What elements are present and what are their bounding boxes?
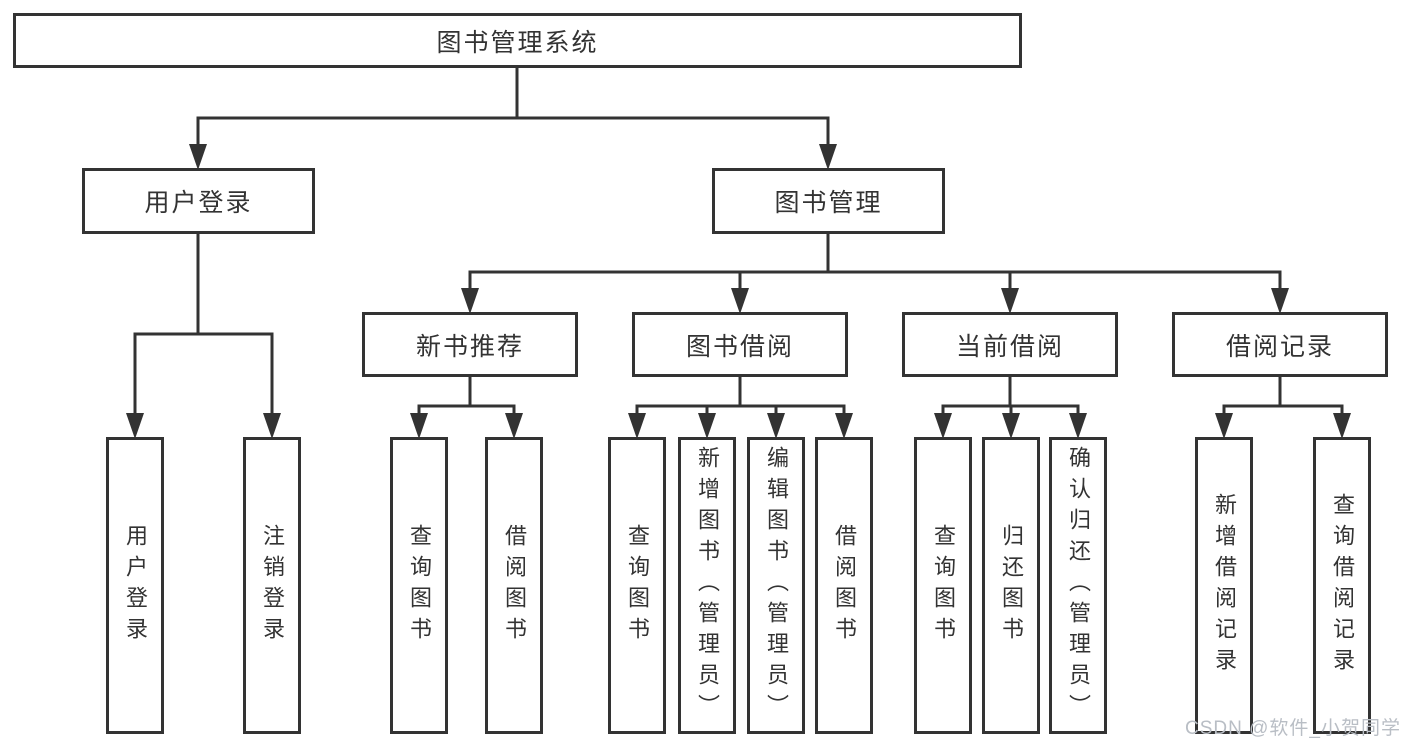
leaf-bb-add-books-admin: 新增图书（管理员） bbox=[678, 437, 736, 734]
leaf-logout: 注销登录 bbox=[243, 437, 301, 734]
leaf-br-query-record: 查询借阅记录 bbox=[1313, 437, 1371, 734]
leaf-bb-edit-books-admin-label: 编辑图书（管理员） bbox=[764, 446, 789, 725]
node-root-library-system: 图书管理系统 bbox=[13, 13, 1022, 68]
node-new-book-recommend-label: 新书推荐 bbox=[415, 332, 524, 361]
leaf-bb-query-books: 查询图书 bbox=[608, 437, 666, 734]
leaf-nbr-query-books-label: 查询图书 bbox=[407, 523, 432, 648]
csdn-watermark: CSDN @软件_小贺同学 bbox=[1185, 718, 1401, 739]
node-user-login-label: 用户登录 bbox=[144, 189, 253, 217]
leaf-logout-label: 注销登录 bbox=[260, 523, 285, 648]
arrowhead bbox=[819, 144, 837, 170]
arrowhead bbox=[1333, 413, 1351, 439]
leaf-user-login-label: 用户登录 bbox=[123, 523, 148, 648]
leaf-cb-query-books-label: 查询图书 bbox=[931, 523, 956, 648]
arrowhead bbox=[189, 144, 207, 170]
connector-path bbox=[133, 66, 1344, 419]
node-current-borrowing-label: 当前借阅 bbox=[955, 332, 1064, 361]
arrowhead bbox=[767, 413, 785, 439]
arrowhead bbox=[263, 413, 281, 439]
node-borrowing-records-label: 借阅记录 bbox=[1225, 332, 1334, 361]
leaf-nbr-borrow-books-label: 借阅图书 bbox=[502, 523, 527, 648]
arrowhead bbox=[1002, 413, 1020, 439]
node-current-borrowing: 当前借阅 bbox=[902, 312, 1118, 377]
leaf-cb-query-books: 查询图书 bbox=[914, 437, 972, 734]
node-book-borrowing: 图书借阅 bbox=[632, 312, 848, 377]
leaf-bb-borrow-books: 借阅图书 bbox=[815, 437, 873, 734]
leaf-cb-confirm-return-admin-label: 确认归还（管理员） bbox=[1066, 446, 1091, 725]
leaf-bb-borrow-books-label: 借阅图书 bbox=[832, 523, 857, 648]
arrowhead bbox=[126, 413, 144, 439]
leaf-br-add-record: 新增借阅记录 bbox=[1195, 437, 1253, 734]
arrowhead bbox=[698, 413, 716, 439]
arrowhead bbox=[1069, 413, 1087, 439]
arrowhead bbox=[410, 413, 428, 439]
leaf-br-query-record-label: 查询借阅记录 bbox=[1330, 492, 1355, 679]
arrowhead bbox=[934, 413, 952, 439]
leaf-cb-return-books-label: 归还图书 bbox=[999, 523, 1024, 648]
node-new-book-recommend: 新书推荐 bbox=[362, 312, 578, 377]
leaf-cb-confirm-return-admin: 确认归还（管理员） bbox=[1049, 437, 1107, 734]
leaf-bb-add-books-admin-label: 新增图书（管理员） bbox=[695, 446, 720, 725]
arrowhead bbox=[628, 413, 646, 439]
leaf-cb-return-books: 归还图书 bbox=[982, 437, 1040, 734]
arrowhead bbox=[461, 288, 479, 314]
node-book-management-label: 图书管理 bbox=[774, 189, 883, 217]
arrowhead bbox=[505, 413, 523, 439]
leaf-user-login: 用户登录 bbox=[106, 437, 164, 734]
arrowhead bbox=[835, 413, 853, 439]
leaf-bb-edit-books-admin: 编辑图书（管理员） bbox=[747, 437, 805, 734]
arrowhead bbox=[1215, 413, 1233, 439]
node-root-label: 图书管理系统 bbox=[436, 28, 599, 57]
node-user-login: 用户登录 bbox=[82, 168, 315, 234]
leaf-nbr-borrow-books: 借阅图书 bbox=[485, 437, 543, 734]
leaf-br-add-record-label: 新增借阅记录 bbox=[1212, 492, 1237, 679]
arrowhead bbox=[1001, 288, 1019, 314]
arrowhead bbox=[1271, 288, 1289, 314]
leaf-bb-query-books-label: 查询图书 bbox=[625, 523, 650, 648]
node-borrowing-records: 借阅记录 bbox=[1172, 312, 1388, 377]
node-book-borrowing-label: 图书借阅 bbox=[685, 332, 794, 361]
node-book-management: 图书管理 bbox=[712, 168, 945, 234]
arrowhead bbox=[731, 288, 749, 314]
leaf-nbr-query-books: 查询图书 bbox=[390, 437, 448, 734]
